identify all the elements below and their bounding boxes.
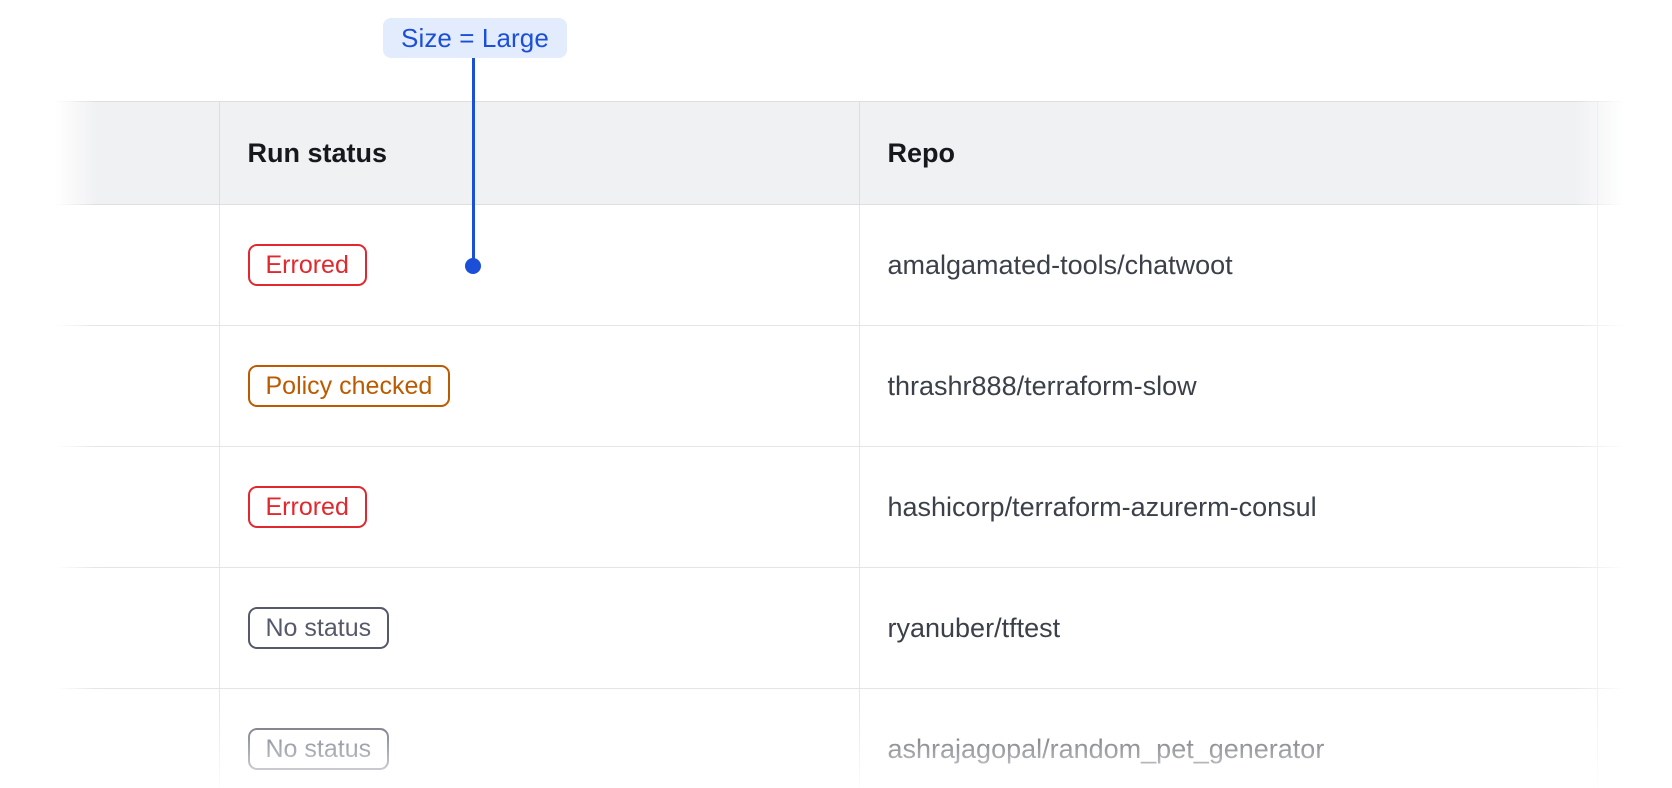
- table-header-row: Run status Repo: [55, 101, 1625, 205]
- status-badge[interactable]: Errored: [247, 244, 367, 286]
- cell-run-status: Errored: [219, 446, 860, 568]
- table-row[interactable]: No status ashrajagopal/random_pet_generat…: [55, 688, 1625, 788]
- cell-repo: thrashr888/terraform-slow: [859, 325, 1598, 447]
- cell-run-status: Errored: [219, 204, 860, 326]
- annotation-callout-size-large: Size = Large: [383, 18, 567, 58]
- cell-run-status: Policy checked: [219, 325, 860, 447]
- cell-run-status: No status: [219, 567, 860, 689]
- row-spacer-cell: [55, 204, 220, 326]
- cell-repo: ashrajagopal/random_pet_generator: [859, 688, 1598, 788]
- repo-name[interactable]: thrashr888/terraform-slow: [887, 370, 1197, 401]
- row-tail-cell: [1597, 446, 1625, 568]
- cell-repo: hashicorp/terraform-azurerm-consul: [859, 446, 1598, 568]
- runs-table-header: Run status Repo: [55, 101, 1625, 205]
- column-header-run-status[interactable]: Run status: [219, 101, 860, 205]
- table-row[interactable]: Policy checked thrashr888/terraform-slow: [55, 325, 1625, 447]
- cell-repo: amalgamated-tools/chatwoot: [859, 204, 1598, 326]
- column-header-spacer: [55, 101, 220, 205]
- row-tail-cell: [1597, 204, 1625, 326]
- status-badge[interactable]: Policy checked: [247, 365, 451, 407]
- repo-name[interactable]: ryanuber/tftest: [887, 612, 1061, 643]
- row-spacer-cell: [55, 446, 220, 568]
- status-badge[interactable]: No status: [247, 728, 390, 770]
- status-badge[interactable]: Errored: [247, 486, 367, 528]
- row-tail-cell: [1597, 688, 1625, 788]
- runs-table-container: Run status Repo Errored amalgamated-tools…: [55, 101, 1625, 788]
- status-badge[interactable]: No status: [247, 607, 390, 649]
- table-row[interactable]: Errored amalgamated-tools/chatwoot: [55, 204, 1625, 326]
- annotation-callout-label: Size = Large: [401, 22, 549, 53]
- repo-name[interactable]: ashrajagopal/random_pet_generator: [887, 733, 1325, 764]
- repo-name[interactable]: amalgamated-tools/chatwoot: [887, 249, 1233, 280]
- repo-name[interactable]: hashicorp/terraform-azurerm-consul: [887, 491, 1317, 522]
- row-tail-cell: [1597, 567, 1625, 689]
- row-spacer-cell: [55, 325, 220, 447]
- annotation-connector-line: [472, 58, 475, 265]
- column-header-repo[interactable]: Repo: [859, 101, 1598, 205]
- row-spacer-cell: [55, 567, 220, 689]
- annotation-connector-dot: [465, 258, 481, 274]
- runs-table: Run status Repo Errored amalgamated-tools…: [55, 101, 1625, 788]
- row-spacer-cell: [55, 688, 220, 788]
- cell-repo: ryanuber/tftest: [859, 567, 1598, 689]
- cell-run-status: No status: [219, 688, 860, 788]
- table-row[interactable]: No status ryanuber/tftest: [55, 567, 1625, 689]
- table-row[interactable]: Errored hashicorp/terraform-azurerm-consu…: [55, 446, 1625, 568]
- row-tail-cell: [1597, 325, 1625, 447]
- column-header-tail: [1597, 101, 1625, 205]
